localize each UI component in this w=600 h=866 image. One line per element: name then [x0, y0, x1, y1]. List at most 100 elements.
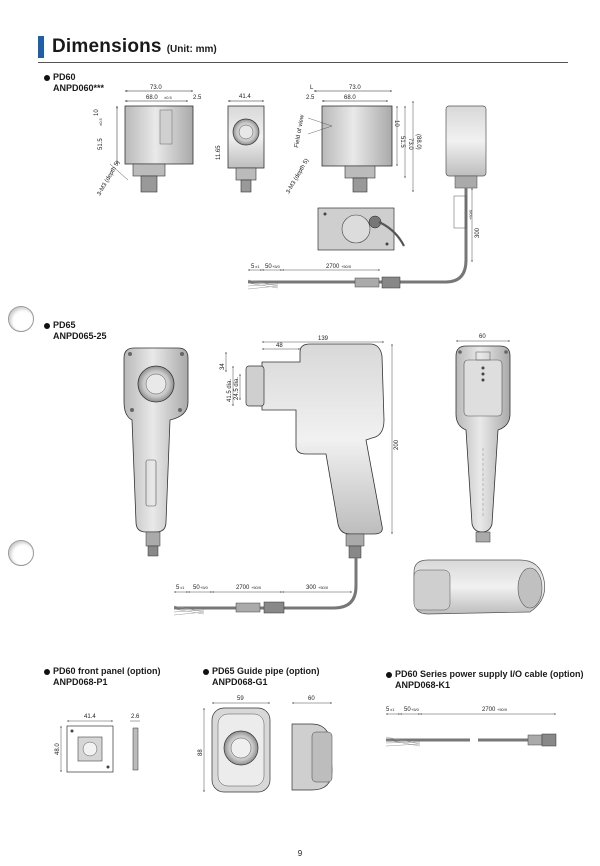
dim-pd60-top-2-5: 2.5 — [306, 95, 315, 101]
dim-pd65-139: 139 — [318, 336, 329, 342]
dim-pd60-l: L — [310, 85, 314, 91]
dim-io-c50-tol: +5/0 — [411, 707, 420, 712]
dim-pd65-c50-tol: +5/0 — [200, 585, 209, 590]
section-pd65-heading: PD65 ANPD065-25 — [44, 320, 107, 342]
dim-pd60-51-5-tol: ±0.5 — [98, 117, 103, 126]
dim-pd60-68-tol: ±0.5 — [164, 95, 173, 100]
dim-pd60-top-51-5: 51.5 — [399, 136, 405, 148]
bullet-icon — [44, 668, 50, 675]
front-panel-drawing: 41.4 2.6 48.0 — [55, 714, 140, 773]
dim-pd65-c5-tol: ±1 — [180, 585, 185, 590]
dim-pd65-c2700: 2700 — [236, 585, 250, 591]
pd60-cable-connector — [354, 277, 380, 288]
dim-pd65-60: 60 — [479, 334, 486, 340]
pd60-rear-panel — [317, 207, 405, 251]
dim-pd65-34: 34 — [220, 363, 226, 370]
dim-pd65-c2700-tol: +50/0 — [251, 585, 262, 590]
dim-io-c2700-tol: +50/0 — [497, 707, 508, 712]
dim-pd65-c50: 50 — [193, 585, 200, 591]
dim-io-c5: 5 — [386, 707, 390, 713]
binder-hole-lower — [8, 540, 34, 566]
dim-io-c2700: 2700 — [482, 707, 496, 713]
dim-pd60-73: 73.0 — [150, 85, 162, 91]
dim-pd60-top-73: 73.0 — [349, 85, 361, 91]
page-number: 9 — [297, 849, 303, 858]
section-guide-pipe-name: PD65 Guide pipe (option) — [212, 666, 320, 676]
bullet-icon — [44, 74, 50, 81]
title-accent-bar — [38, 36, 44, 58]
pd60-side-view: 41.4 11.65 — [216, 94, 265, 193]
io-cable-connector — [527, 734, 543, 746]
section-io-cable-name: PD60 Series power supply I/O cable (opti… — [395, 669, 584, 679]
dim-pd60-c2700: 2700 — [326, 264, 340, 270]
pd60-top-view: L 2.5 73.0 68.0 Field of view 3-M3 (dept… — [286, 85, 421, 195]
dim-pd60-top-10: 10 — [393, 120, 399, 127]
front-panel-side — [132, 727, 139, 771]
section-pd65-name: PD65 — [53, 320, 76, 330]
bullet-icon — [203, 668, 209, 675]
dim-pd65-c300: 300 — [306, 585, 317, 591]
dim-pd60-c50: 50 — [265, 264, 272, 270]
dim-pd60-88: (88.0) — [415, 134, 421, 150]
pd60-connector — [132, 163, 166, 177]
pd60-unit-photo — [445, 105, 487, 177]
pd60-front-view: 73.0 68.0 ±0.5 2.5 10 51.5 ±0.5 3-M3 (de… — [94, 85, 202, 197]
header-rule — [38, 62, 568, 63]
dim-pd60-c5-tol: ±1 — [255, 264, 260, 269]
dim-guide-pipe-59: 59 — [237, 696, 244, 702]
dim-pd65-200: 200 — [394, 439, 400, 450]
dim-pd65-24-5: 24.5 dia. — [234, 377, 240, 400]
unit-note: (Unit: mm) — [166, 44, 217, 55]
pd65-rear-view: 60 — [455, 334, 511, 543]
pd65-nozzle — [245, 365, 265, 407]
section-io-cable-heading: PD60 Series power supply I/O cable (opti… — [386, 669, 584, 691]
dim-pd60-top-screw: 3-M3 (depth 5) — [286, 158, 311, 195]
guide-pipe-drawing: 59 60 88 — [198, 696, 333, 793]
dim-pd60-2-5: 2.5 — [193, 95, 202, 101]
io-cable-drawing: 5 ±1 50 +5/0 2700 +50/0 — [385, 707, 557, 747]
bullet-icon — [386, 671, 392, 678]
dim-guide-pipe-60: 60 — [308, 696, 315, 702]
section-front-panel-heading: PD60 front panel (option) ANPD068-P1 — [44, 666, 161, 688]
pd65-perspective — [413, 559, 546, 615]
dim-pd65-c300-tol: +50/0 — [318, 585, 329, 590]
binder-hole-upper — [8, 306, 34, 332]
pd65-front-body — [123, 347, 189, 533]
section-pd65-model: ANPD065-25 — [53, 331, 107, 341]
dim-pd65-41-5: 41.5 dia. — [227, 379, 233, 402]
dim-pd60-top-73-h: 73.0 — [407, 138, 413, 150]
dim-pd60-c5: 5 — [251, 264, 255, 270]
pd60-top-body — [321, 105, 393, 167]
dim-front-panel-48: 48.0 — [55, 743, 61, 755]
dim-pd60-11-65: 11.65 — [216, 145, 222, 160]
section-front-panel-name: PD60 front panel (option) — [53, 666, 161, 676]
dim-front-panel-41-4: 41.4 — [84, 714, 96, 720]
dim-pd65-c5: 5 — [176, 585, 180, 591]
dim-pd60-screw: 3-M3 (depth 5) — [97, 160, 122, 197]
dim-pd60-cable-300: 300 — [475, 227, 481, 238]
dim-pd60-top-68: 68.0 — [344, 95, 356, 101]
section-pd60-heading: PD60 ANPD060*** — [44, 72, 104, 94]
pd65-side-body — [261, 343, 385, 535]
pd65-cable: 5 ±1 50 +5/0 2700 +50/0 300 +50/0 — [173, 558, 358, 616]
section-guide-pipe-model: ANPD068-G1 — [212, 677, 268, 687]
page-title: Dimensions — [52, 36, 162, 57]
pd60-perspective-cable: 300 +50/0 — [400, 105, 487, 284]
section-guide-pipe-heading: PD65 Guide pipe (option) ANPD068-G1 — [203, 666, 320, 688]
dim-front-panel-2-6: 2.6 — [131, 714, 140, 720]
dim-pd60-c50-tol: +5/0 — [272, 264, 281, 269]
pd65-cable-connector — [235, 602, 261, 613]
dim-pd65-48: 48 — [276, 343, 283, 349]
section-front-panel-model: ANPD068-P1 — [53, 677, 108, 687]
section-io-cable-model: ANPD068-K1 — [395, 680, 451, 690]
section-pd60-name: PD60 — [53, 72, 76, 82]
pd65-front-view — [123, 347, 189, 557]
dim-io-c5-tol: ±1 — [390, 707, 395, 712]
dim-pd60-field-of-view: Field of view — [294, 114, 306, 149]
dim-pd60-10: 10 — [94, 109, 100, 116]
dim-pd60-cable-300-tol: +50/0 — [468, 209, 473, 220]
dim-pd60-51-5: 51.5 — [98, 138, 104, 150]
dim-guide-pipe-88: 88 — [198, 749, 204, 756]
